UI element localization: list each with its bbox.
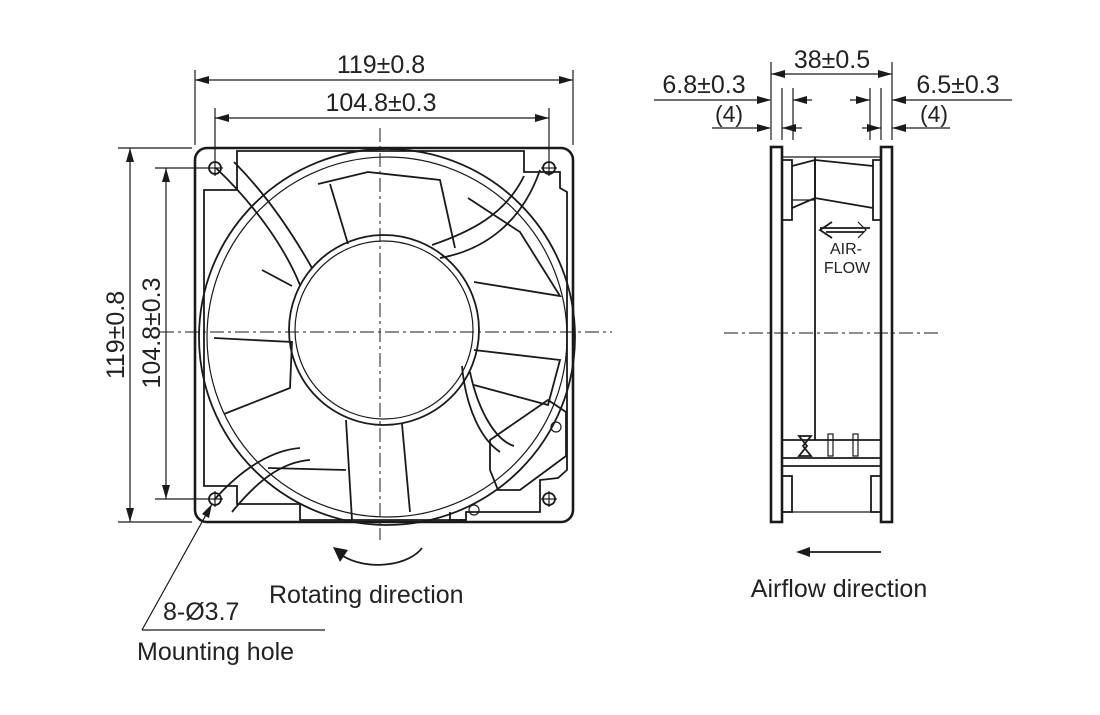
support-struts (213, 161, 541, 513)
fan-frame-outline (193, 146, 575, 524)
fan-opening-outer (198, 148, 576, 526)
outer-width-label: 119±0.8 (337, 51, 425, 79)
right-flange (879, 145, 894, 524)
lead-terminals (782, 433, 881, 467)
airflow-direction-arrow-icon (796, 547, 810, 557)
blade-bottom-left-edge (345, 419, 353, 521)
right-flange-dimensions: 6.5±0.3 (4) (850, 71, 1012, 140)
lead-wire-bracket (489, 398, 567, 491)
mounting-holes (207, 160, 557, 507)
hub-inner (294, 240, 474, 420)
side-view: AIR- FLOW 38±0.5 (654, 46, 1012, 603)
right-hub-plate (872, 159, 881, 221)
depth-dimension: 38±0.5 (770, 46, 893, 140)
blade-right (473, 349, 562, 407)
strut-bottom-right-a (469, 371, 515, 447)
strut-bottom-left-a (213, 447, 301, 501)
strut-top-right-b (439, 169, 541, 259)
blade-upper-right (467, 197, 562, 298)
airflow-caption-label: Airflow direction (751, 575, 927, 603)
width-dimensions: 119±0.8 104.8±0.3 (194, 51, 574, 160)
blade-left (213, 337, 293, 415)
airflow-label-line1: AIR- (830, 241, 862, 258)
height-dimensions: 119±0.8 104.8±0.3 (102, 147, 207, 523)
fan-blades (213, 171, 562, 521)
blade-bottom-right-edge (401, 423, 411, 513)
airflow-arrow: AIR- FLOW (818, 221, 871, 277)
bracket-screw-lower (468, 504, 480, 516)
right-flange-sub-label: (4) (920, 101, 948, 127)
hole-spec-label: 8-Ø3.7 (163, 598, 239, 626)
hole-pitch-width-label: 104.8±0.3 (325, 89, 436, 117)
bracket-screw-upper (550, 421, 562, 433)
bracket-foot (449, 512, 466, 521)
left-flange (769, 145, 784, 524)
front-view: 119±0.8 104.8±0.3 119±0.8 104.8±0.3 8 (102, 51, 612, 666)
rotation-indicator: Rotating direction (269, 547, 464, 609)
left-flange-sub-label: (4) (715, 101, 743, 127)
airflow-direction-indicator: Airflow direction (751, 547, 927, 603)
left-flange-label: 6.8±0.3 (662, 71, 745, 99)
fan-opening-inner (206, 156, 568, 518)
outer-height-label: 119±0.8 (102, 291, 130, 379)
strut-bottom-right-b (461, 365, 501, 453)
hole-pitch-height-label: 104.8±0.3 (138, 277, 166, 388)
airflow-label-line2: FLOW (824, 260, 871, 277)
strut-bottom-left-b (231, 459, 311, 513)
left-flange-dimensions: 6.8±0.3 (4) (654, 71, 812, 140)
hub-profile (791, 159, 874, 209)
hole-caption-label: Mounting hole (137, 638, 294, 666)
blade-left-upper-edge (261, 269, 293, 287)
right-flange-label: 6.5±0.3 (916, 71, 999, 99)
strut-top-left-b (233, 161, 313, 269)
rotation-caption-label: Rotating direction (269, 581, 464, 609)
mounting-hole-callout: 8-Ø3.7 Mounting hole (137, 503, 325, 666)
blade-top-edge (329, 183, 349, 245)
left-hub-plate (782, 159, 793, 221)
frame-inner-outline (203, 150, 568, 521)
strut-top-right-a (431, 175, 525, 246)
rotation-arrow-icon (342, 547, 423, 566)
strut-top-left-a (215, 167, 301, 286)
depth-label: 38±0.5 (794, 46, 870, 74)
hub-outer (288, 234, 480, 426)
blade-top (317, 171, 456, 249)
